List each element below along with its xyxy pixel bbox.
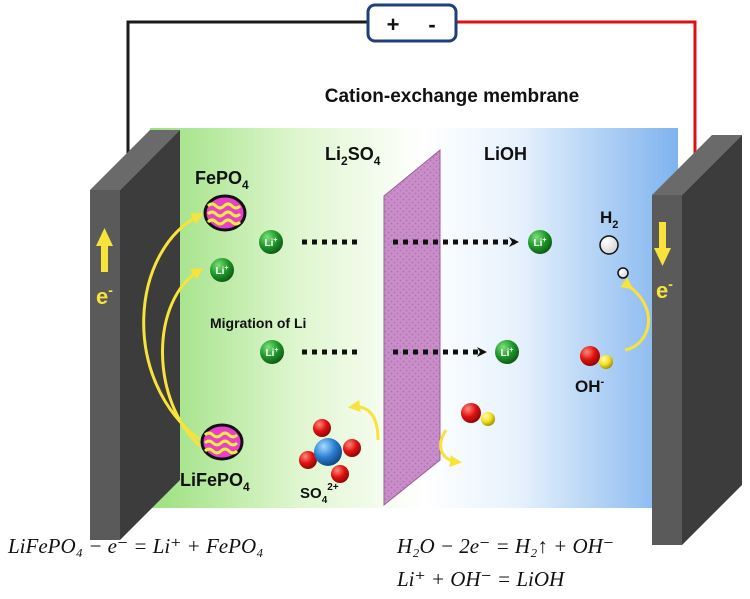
svg-text:Li+: Li+ [534,237,547,249]
svg-text:Li+: Li+ [501,347,514,359]
electron-right-label: e- [656,276,673,303]
electron-down-arrow [654,222,671,266]
svg-text:Li+: Li+ [265,237,278,249]
li-ion-top-left: Li+ [259,230,283,254]
fepo4-label: FePO4 [195,168,249,192]
right-solution-label: LiOH [484,144,527,164]
fepo4-particle [203,194,247,232]
lifepo4-particle [200,423,244,461]
hydroxide-right [580,346,613,369]
electron-up-arrow [96,228,113,272]
left-wire [126,20,370,160]
sulfate-molecule [299,419,361,483]
power-supply: + - [366,3,458,43]
left-solution-label: Li2SO4 [325,144,381,168]
cathode-plate [652,135,742,545]
h2-label: H2 [600,208,618,231]
li-ion-lower-left: Li+ [260,340,284,364]
minus-terminal: - [428,12,435,37]
li-ion-top-right: Li+ [528,230,552,254]
migration-label: Migration of Li [210,315,306,331]
h2-bubble-small [617,267,629,279]
right-wire [455,20,697,160]
cathode-equation: H₂O − 2e⁻ = H₂↑ + OH⁻ [396,534,614,558]
cation-exchange-membrane [383,148,441,507]
svg-text:Li+: Li+ [216,265,229,277]
sulfate-label: SO42+ [300,482,339,506]
sulfate-repel-arrow [348,400,380,441]
hydroxide-label: OH- [575,376,605,396]
li-ion-mid-left: Li+ [210,258,234,282]
svg-text:Li+: Li+ [266,347,279,359]
water-reduction-arrow [620,277,650,352]
anode-equation: LiFePO₄ − e⁻ = Li⁺ + FePO₄ [7,534,263,558]
membrane-label: Cation-exchange membrane [325,86,579,107]
plus-terminal: + [387,12,400,37]
anode-plate [90,130,180,540]
electron-left-label: e- [96,282,113,309]
lioh-formation-equation: Li⁺ + OH⁻ = LiOH [396,567,566,591]
h2-bubble-large [599,235,619,255]
oxidation-arrow-to-li [161,267,204,448]
lifepo4-label: LiFePO4 [180,470,250,494]
hydroxide-repel-arrow [439,429,462,468]
li-ion-lower-right: Li+ [495,340,519,364]
hydroxide-near-membrane [461,403,495,426]
oxidation-arrow-to-fepo4 [142,213,204,442]
